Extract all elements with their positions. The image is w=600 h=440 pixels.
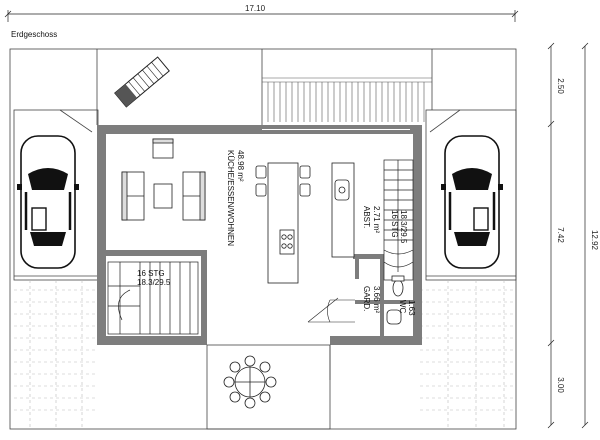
stair-right-size: 18.3/29.5 bbox=[399, 210, 408, 244]
room-label-gard: GARD. bbox=[362, 286, 371, 311]
stair-left-steps: 16 STG bbox=[137, 269, 165, 278]
room-label-wc: WC bbox=[398, 300, 407, 314]
dining-table-icon bbox=[234, 366, 266, 398]
room-label-kitchen: KÜCHE/ESSEN/WOHNEN bbox=[226, 150, 235, 246]
dim-top-total: 17.10 bbox=[245, 4, 266, 13]
driveway-left bbox=[14, 280, 98, 428]
exterior-walls bbox=[97, 125, 422, 345]
plan-title: Erdgeschoss bbox=[11, 30, 57, 39]
carport-right bbox=[425, 109, 517, 281]
kitchen-counter-icon bbox=[331, 162, 355, 258]
dim-right-seg2: 7.42 bbox=[556, 227, 565, 243]
dim-right-seg3: 3.00 bbox=[556, 377, 565, 393]
car-right-icon bbox=[441, 135, 503, 269]
dim-right-total: 12.92 bbox=[590, 230, 599, 251]
room-area-gard: 3.66 m² bbox=[372, 286, 381, 313]
terrace-top bbox=[262, 77, 432, 122]
armchair-top-icon bbox=[152, 138, 174, 159]
coffee-table-icon bbox=[153, 183, 173, 209]
dimension-top bbox=[4, 10, 519, 22]
room-area-abst: 2.71 m² bbox=[372, 206, 381, 233]
driveway-right bbox=[420, 280, 516, 428]
room-label-abst: ABST. bbox=[362, 206, 371, 228]
kitchen-island-icon bbox=[267, 162, 299, 284]
dimension-right-total bbox=[581, 42, 589, 429]
car-left-icon bbox=[17, 135, 79, 269]
bar-stools bbox=[255, 165, 311, 197]
sofa-left-icon bbox=[121, 171, 145, 221]
door-swings bbox=[307, 297, 355, 323]
sofa-right-icon bbox=[182, 171, 206, 221]
basin-icon bbox=[386, 309, 402, 325]
dim-right-seg1: 2.50 bbox=[556, 78, 565, 94]
stair-right-steps: 16 STG bbox=[390, 210, 399, 238]
dining-chairs bbox=[223, 355, 277, 409]
toilet-icon bbox=[391, 275, 405, 297]
dimension-right-segments bbox=[547, 42, 555, 429]
sun-lounger-icon bbox=[114, 56, 170, 108]
interior-walls bbox=[106, 250, 413, 345]
room-area-kitchen: 48.98 m² bbox=[236, 150, 245, 182]
stair-left-icon bbox=[107, 261, 199, 335]
stair-left-size: 18.3/29.5 bbox=[137, 278, 171, 287]
terrace-bottom bbox=[206, 344, 331, 430]
room-area-wc: 1.63 bbox=[407, 300, 416, 316]
